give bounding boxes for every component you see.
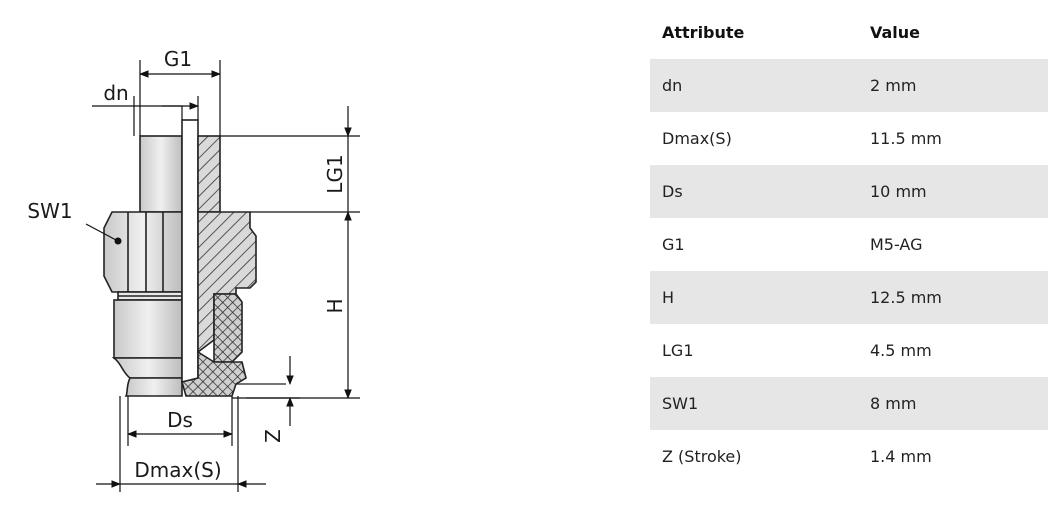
- value-cell: 4.5 mm: [870, 341, 932, 360]
- label-lg1: LG1: [323, 154, 347, 193]
- value-cell: 11.5 mm: [870, 129, 942, 148]
- table-row: Z (Stroke) 1.4 mm: [650, 430, 1048, 483]
- table-row: SW1 8 mm: [650, 377, 1048, 430]
- value-cell: 12.5 mm: [858, 271, 1048, 324]
- table-row: H 12.5 mm: [650, 271, 1048, 324]
- sw1-leader-dot: [114, 237, 122, 245]
- table-row: Dmax(S) 11.5 mm: [650, 112, 1048, 165]
- table-row: LG1 4.5 mm: [650, 324, 1048, 377]
- specification-table: Attribute Value dn 2 mm Dmax(S) 11.5 mm …: [650, 6, 1048, 483]
- value-cell: 2 mm: [858, 59, 1048, 112]
- technical-drawing: G1 dn SW1 LG1 H Z Ds Dmax(S): [27, 47, 360, 492]
- attribute-cell: Ds: [650, 165, 858, 218]
- table-row: G1 M5-AG: [650, 218, 1048, 271]
- label-dn: dn: [103, 81, 128, 105]
- attribute-cell: dn: [650, 59, 858, 112]
- table-header-row: Attribute Value: [650, 6, 1048, 59]
- attribute-cell: LG1: [662, 341, 694, 360]
- table-row: Ds 10 mm: [650, 165, 1048, 218]
- attribute-cell: G1: [662, 235, 685, 254]
- attribute-cell: Z (Stroke): [662, 447, 742, 466]
- label-sw1: SW1: [27, 199, 72, 223]
- value-cell: 10 mm: [858, 165, 1048, 218]
- dimension-lines: [85, 60, 360, 492]
- section-view: [181, 119, 286, 397]
- value-cell: 1.4 mm: [870, 447, 932, 466]
- attribute-cell: SW1: [650, 377, 858, 430]
- label-g1: G1: [164, 47, 192, 71]
- attribute-cell: H: [650, 271, 858, 324]
- value-cell: M5-AG: [870, 235, 923, 254]
- fitting-body: [103, 135, 183, 397]
- table-row: dn 2 mm: [650, 59, 1048, 112]
- label-ds: Ds: [167, 408, 193, 432]
- label-z: Z: [261, 429, 285, 443]
- value-cell: 8 mm: [858, 377, 1048, 430]
- label-h: H: [323, 298, 347, 313]
- column-header-attribute: Attribute: [662, 23, 745, 42]
- column-header-value: Value: [870, 23, 921, 42]
- attribute-cell: Dmax(S): [662, 129, 732, 148]
- label-dmax: Dmax(S): [134, 458, 221, 482]
